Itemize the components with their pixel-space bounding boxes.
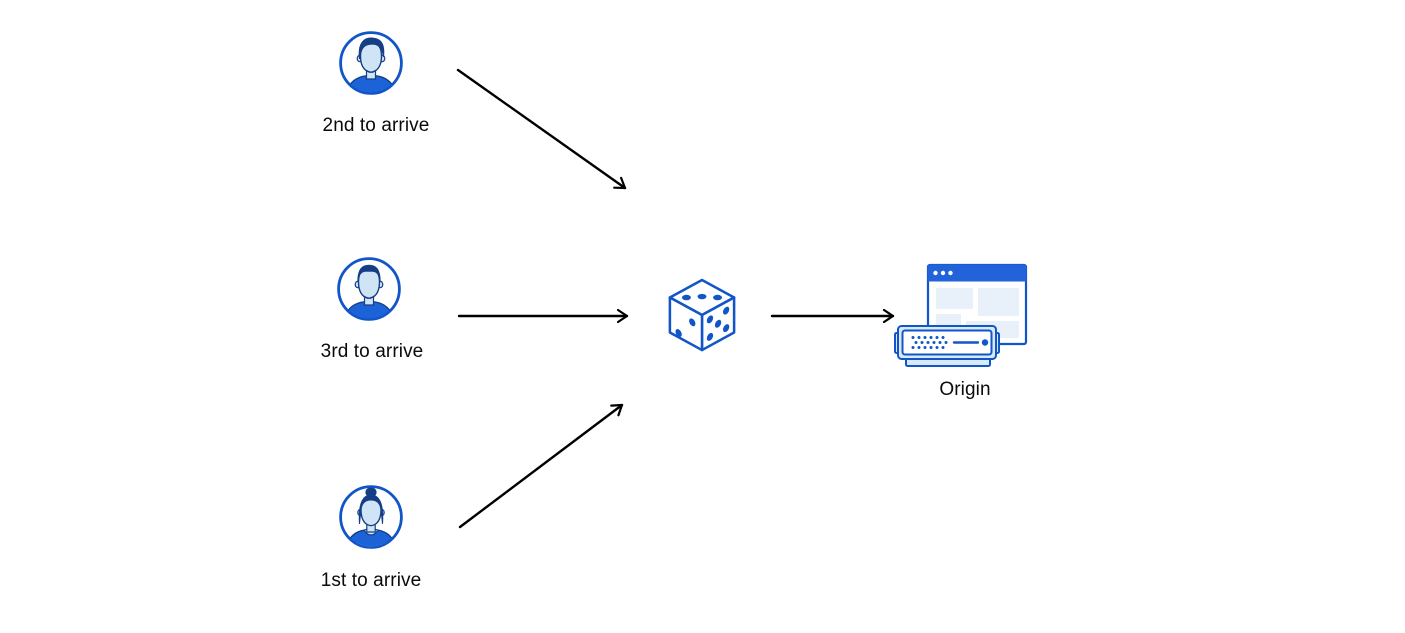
server-icon (894, 325, 1000, 367)
arrow-user2nd-to-dice (456, 68, 627, 190)
node-origin (893, 263, 1033, 369)
node-user-3rd (336, 256, 402, 322)
dice-icon (668, 278, 736, 352)
user-avatar-female-bun-icon (339, 485, 403, 549)
server-vent-dots (911, 336, 948, 349)
node-random-selector (666, 277, 738, 355)
node-label-user-2nd: 2nd to arrive (322, 115, 430, 136)
server-led (981, 339, 989, 346)
node-user-1st (338, 484, 404, 550)
node-user-2nd (338, 30, 404, 96)
node-label-user-1st: 1st to arrive (320, 570, 422, 591)
origin-server-browser-icon (894, 263, 1028, 367)
node-label-user-3rd: 3rd to arrive (320, 341, 424, 362)
arrow-user1st-to-dice (458, 403, 624, 529)
user-avatar-male-flattop-icon (337, 257, 401, 321)
node-label-origin: Origin (939, 379, 991, 400)
user-avatar-male-swept-hair-icon (339, 31, 403, 95)
